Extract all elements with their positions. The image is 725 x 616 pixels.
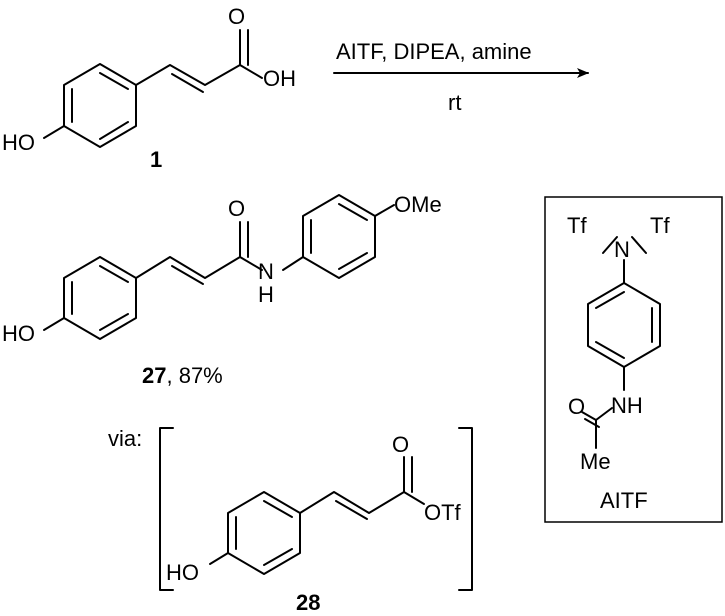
aitf-tf-right-label: Tf [650, 213, 670, 238]
aitf-n-label: N [614, 237, 630, 262]
reaction-conditions: rt [448, 90, 461, 115]
intermediate-prefix: via: [108, 426, 142, 451]
compound-27-n-label: N [258, 259, 274, 284]
compound-1-ho-label: HO [2, 130, 35, 155]
compound-28-structure [209, 456, 425, 575]
aitf-box [544, 196, 723, 523]
right-bracket [458, 427, 473, 591]
aitf-o-label: O [568, 394, 585, 419]
compound-27-h-label: H [258, 282, 274, 307]
aitf-tf-left-label: Tf [567, 213, 587, 238]
reaction-reagents: AITF, DIPEA, amine [336, 39, 532, 64]
compound-28-number: 28 [296, 590, 320, 615]
compound-1-oh-label: OH [263, 66, 296, 91]
compound-1-o-label: O [228, 4, 245, 29]
compound-27-o-label: O [228, 196, 245, 221]
compound-27-yield: , 87% [166, 363, 222, 388]
aitf-me-label: Me [580, 449, 611, 474]
compound-28-otf-label: OTf [424, 500, 462, 525]
compound-27-caption: 27, 87% [142, 363, 223, 388]
compound-28-ho-label: HO [166, 560, 199, 585]
compound-27-ome-label: OMe [394, 192, 442, 217]
compound-28-o-label: O [392, 432, 409, 457]
compound-1-structure [43, 29, 263, 148]
left-bracket [159, 427, 174, 591]
aitf-structure [581, 236, 661, 449]
aitf-name-label: AITF [600, 488, 648, 513]
aitf-nh-label: NH [611, 393, 643, 418]
compound-27-number: 27 [142, 363, 166, 388]
compound-27-structure [43, 194, 395, 340]
compound-27-ho-label: HO [2, 321, 35, 346]
compound-1-number: 1 [150, 147, 162, 172]
